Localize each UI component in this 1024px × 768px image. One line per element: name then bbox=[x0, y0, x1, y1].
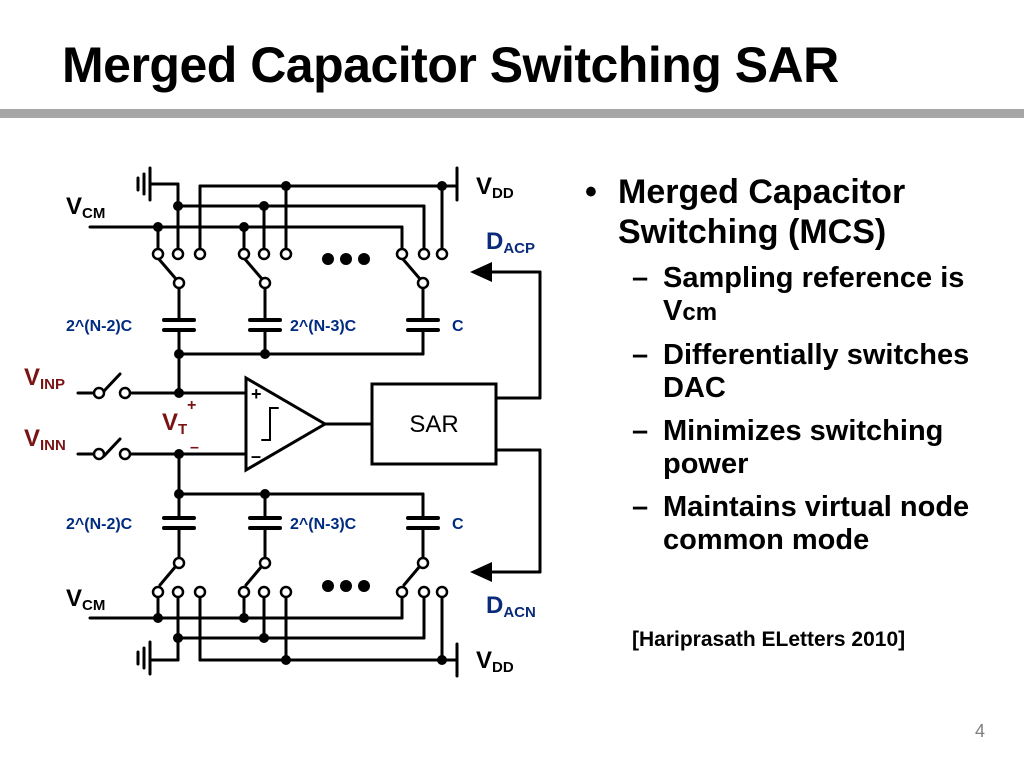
vt-label: VT bbox=[162, 409, 187, 438]
citation: [Hariprasath ELetters 2010] bbox=[632, 628, 906, 651]
dacp-label: DACP bbox=[486, 228, 535, 257]
slide-title: Merged Capacitor Switching SAR bbox=[62, 37, 839, 93]
cap-label-bottom-2: 2^(N-3)C bbox=[290, 516, 357, 533]
bullet-main: Merged Capacitor Switching (MCS) Samplin… bbox=[585, 172, 1015, 557]
sub-bullet: Maintains virtual node common mode bbox=[618, 491, 1015, 557]
sub-bullet-text: Sampling reference is V bbox=[663, 262, 965, 327]
vdd-bottom-label: VDD bbox=[476, 647, 514, 676]
dacp-arrow bbox=[470, 262, 492, 282]
vcm-top-label: VCM bbox=[66, 193, 105, 222]
sub-bullet-text: Maintains virtual node common mode bbox=[663, 491, 970, 556]
sub-bullet-list: Sampling reference is Vcm Differentially… bbox=[618, 262, 1015, 557]
sub-bullet-tail: cm bbox=[682, 299, 718, 326]
comparator-minus-sign: – bbox=[251, 446, 261, 466]
sub-bullet-text: Minimizes switching power bbox=[663, 415, 944, 480]
cap-label-top-1: 2^(N-2)C bbox=[66, 318, 133, 335]
cap-label-top-3: C bbox=[452, 318, 464, 335]
title-divider bbox=[0, 109, 1024, 118]
bullet-list: Merged Capacitor Switching (MCS) Samplin… bbox=[585, 172, 1015, 567]
vinp-label: VINP bbox=[24, 364, 65, 393]
cap-label-bottom-3: C bbox=[452, 516, 464, 533]
cap-label-top-2: 2^(N-3)C bbox=[290, 318, 357, 335]
sub-bullet: Minimizes switching power bbox=[618, 415, 1015, 481]
page-number: 4 bbox=[975, 721, 986, 741]
cap-label-bottom-1: 2^(N-2)C bbox=[66, 516, 133, 533]
sub-bullet: Differentially switches DAC bbox=[618, 339, 1015, 405]
vcm-bottom-label: VCM bbox=[66, 585, 105, 614]
sar-block-label: SAR bbox=[409, 411, 458, 438]
comparator-plus-sign: + bbox=[251, 384, 262, 404]
vdd-top-label: VDD bbox=[476, 173, 514, 202]
bullet-main-text: Merged Capacitor Switching (MCS) bbox=[618, 173, 906, 251]
dacn-label: DACN bbox=[486, 592, 536, 621]
sub-bullet: Sampling reference is Vcm bbox=[618, 262, 1015, 329]
sub-bullet-text: Differentially switches DAC bbox=[663, 339, 970, 404]
vt-minus-sign: – bbox=[190, 439, 199, 456]
vt-plus-sign: + bbox=[187, 397, 196, 414]
dacn-arrow bbox=[470, 562, 492, 582]
vinn-label: VINN bbox=[24, 425, 66, 454]
